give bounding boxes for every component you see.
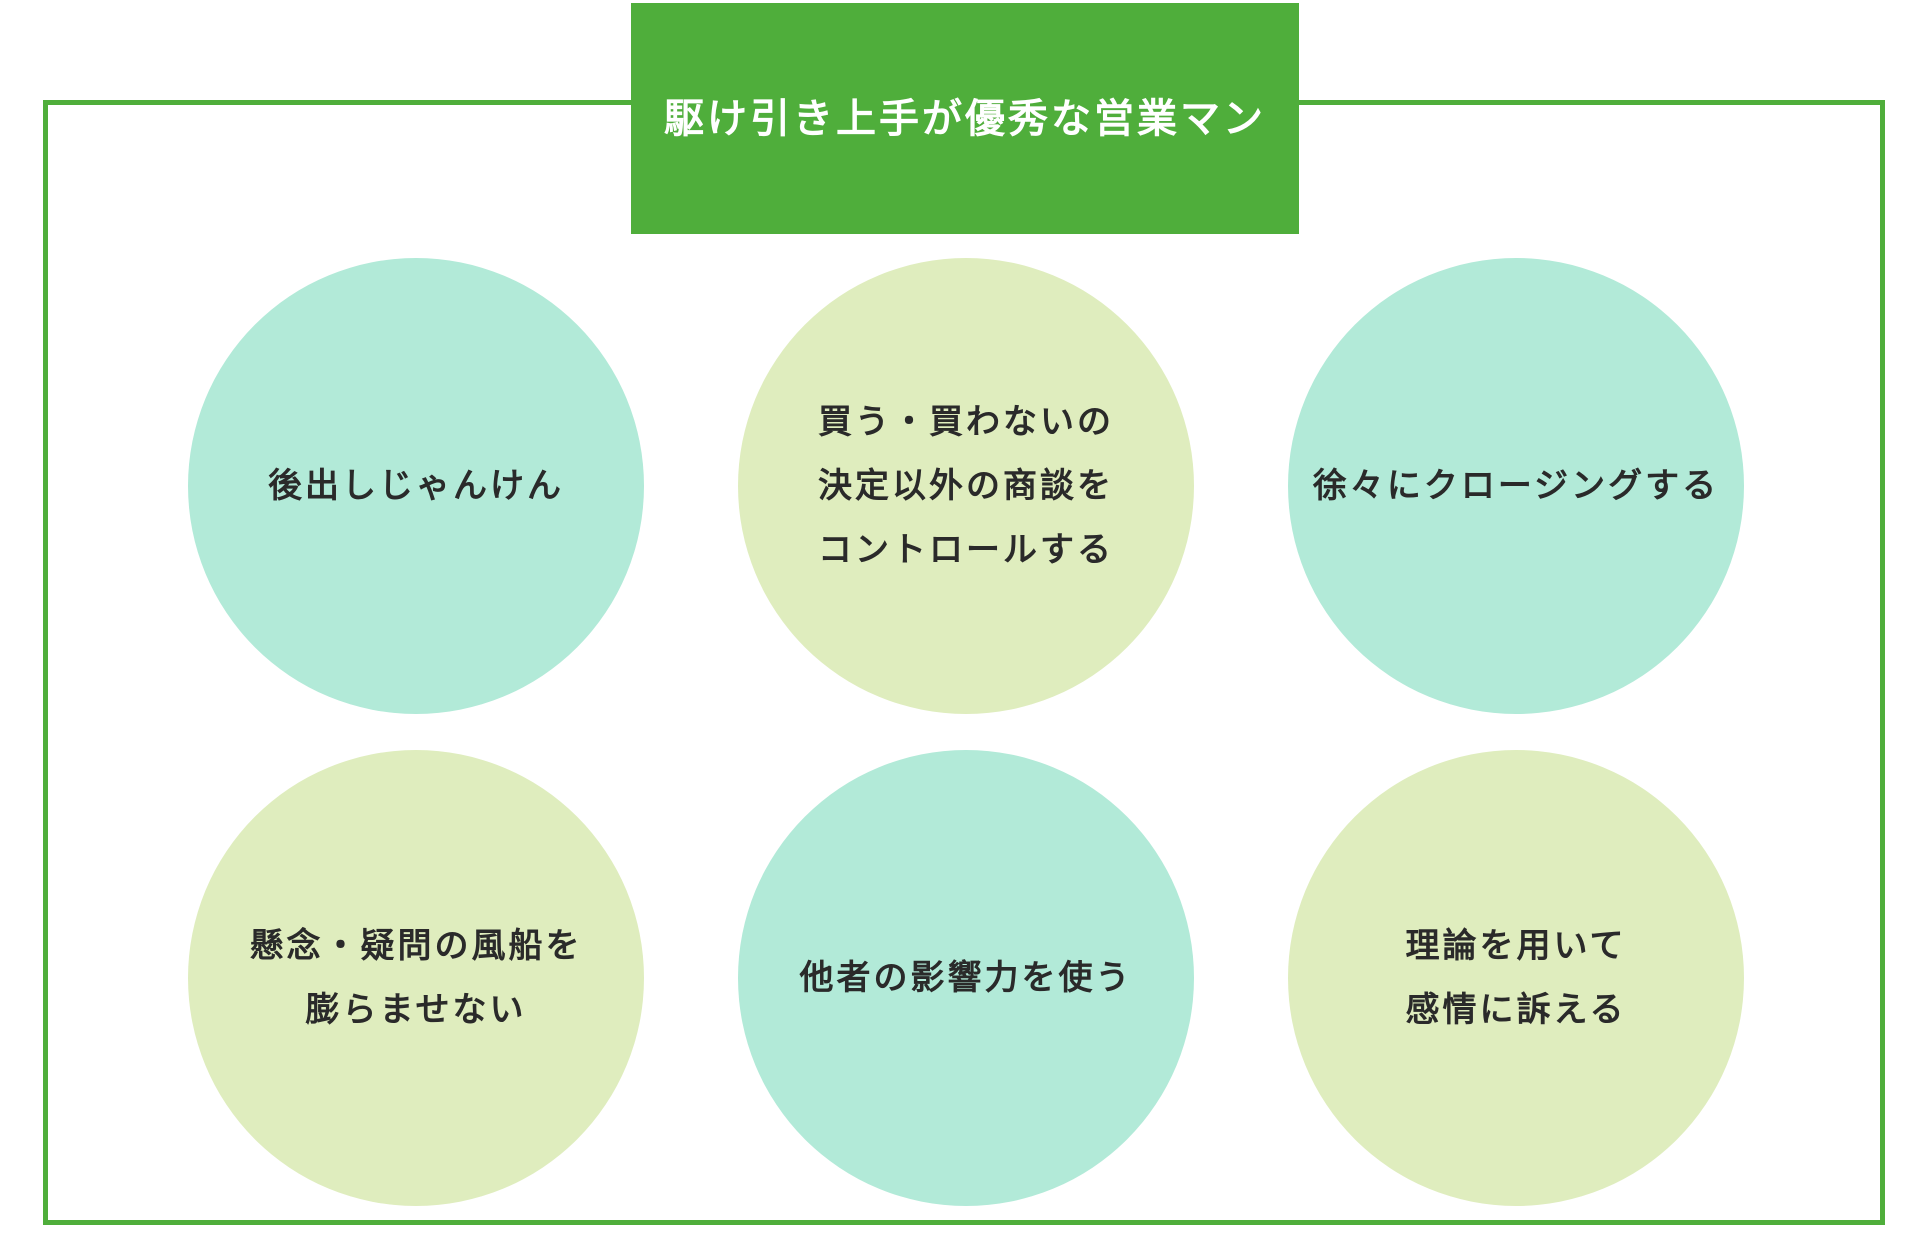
circle-2-line-2: 決定以外の商談を xyxy=(818,466,1114,506)
circle-6: 理論を用いて 感情に訴える xyxy=(1288,750,1744,1206)
diagram-title: 駆け引き上手が優秀な営業マン xyxy=(664,95,1266,142)
circle-6-line-1: 理論を用いて xyxy=(1405,926,1627,966)
circle-2-line-1: 買う・買わないの xyxy=(818,402,1114,442)
circle-1: 後出しじゃんけん xyxy=(188,258,644,714)
circle-2-line-3: コントロールする xyxy=(818,530,1114,570)
circle-5-line-1: 他者の影響力を使う xyxy=(799,958,1133,998)
circle-3-line-1: 徐々にクロージングする xyxy=(1312,466,1720,506)
circle-1-line-1: 後出しじゃんけん xyxy=(268,466,564,506)
circle-4-line-1: 懸念・疑問の風船を xyxy=(249,926,583,966)
title-box: 駆け引き上手が優秀な営業マン xyxy=(631,3,1299,234)
circle-6-line-2: 感情に訴える xyxy=(1405,990,1627,1030)
circle-3: 徐々にクロージングする xyxy=(1288,258,1744,714)
circle-5: 他者の影響力を使う xyxy=(738,750,1194,1206)
circle-2: 買う・買わないの 決定以外の商談を コントロールする xyxy=(738,258,1194,714)
circle-4: 懸念・疑問の風船を 膨らませない xyxy=(188,750,644,1206)
circle-4-line-2: 膨らませない xyxy=(305,990,527,1030)
